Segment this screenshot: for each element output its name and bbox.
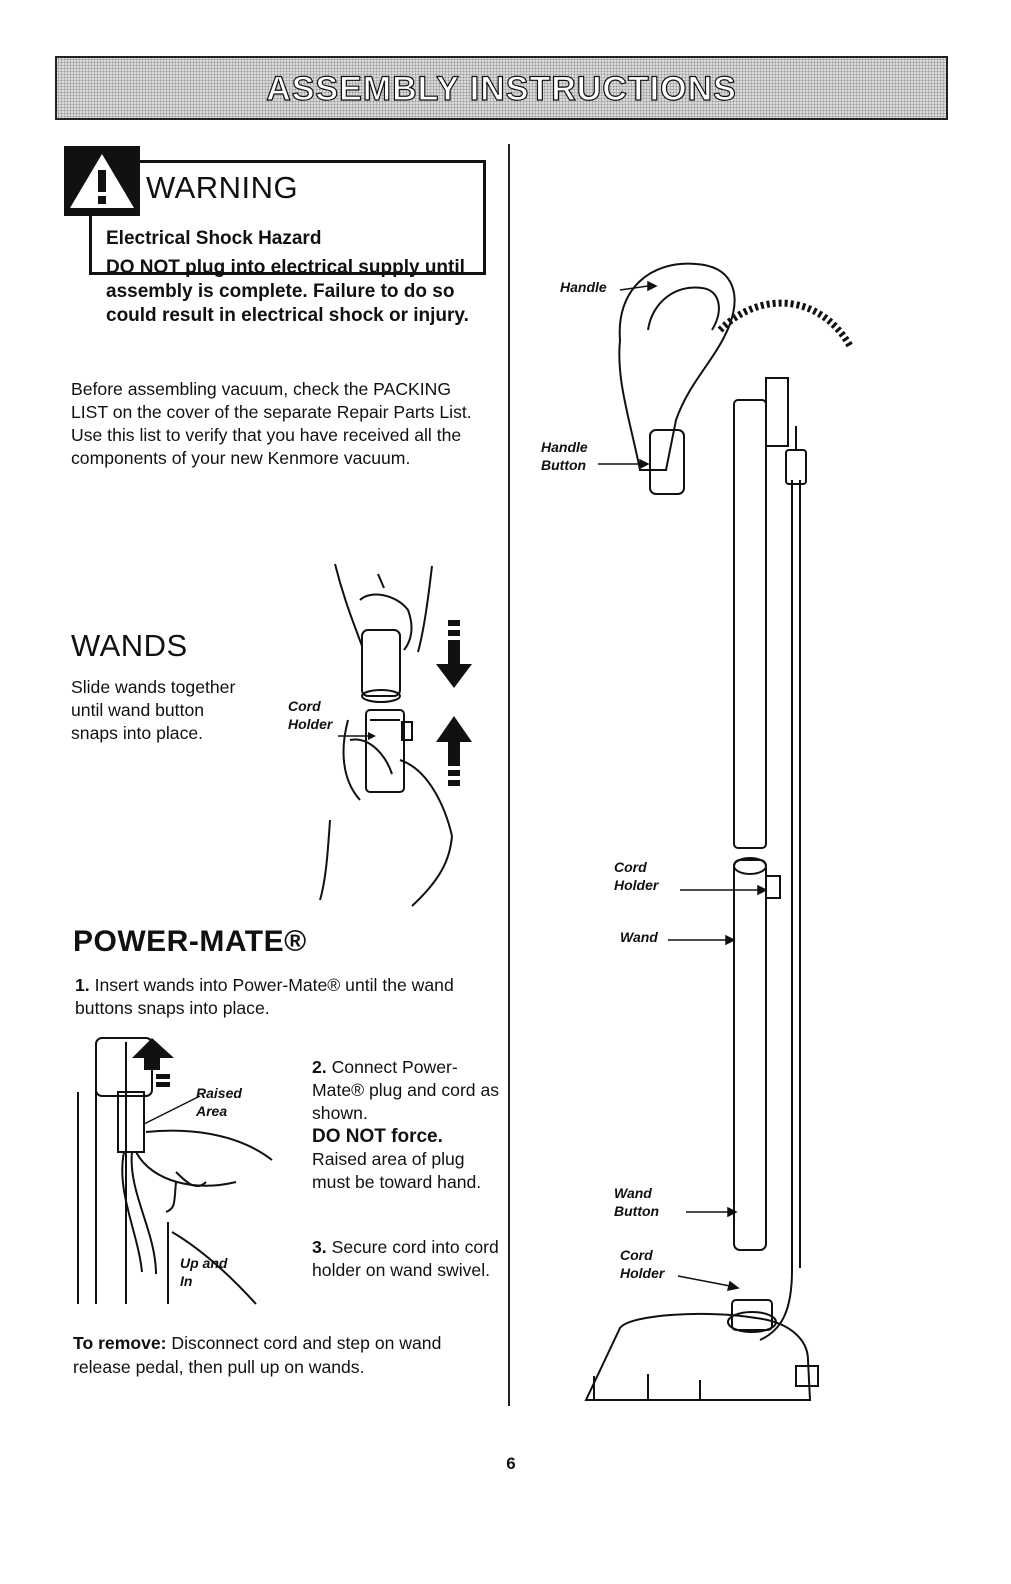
powermate-step-2: 2. Connect Power-Mate® plug and cord as … xyxy=(312,1056,502,1194)
step-2-text: Connect Power-Mate® plug and cord as sho… xyxy=(312,1057,500,1123)
step-1-number: 1. xyxy=(75,975,90,995)
wand-button-label: Wand Button xyxy=(614,1185,660,1219)
warning-body: DO NOT plug into electrical supply until… xyxy=(106,257,469,326)
intro-paragraph: Before assembling vacuum, check the PACK… xyxy=(71,379,472,468)
warning-triangle-icon xyxy=(64,146,140,216)
raised-area-label: Raised Area xyxy=(196,1085,242,1119)
step-2-rest: Raised area of plug must be toward hand. xyxy=(312,1149,482,1192)
column-divider xyxy=(508,144,510,1406)
wands-illustration xyxy=(319,563,472,907)
warning-title: WARNING xyxy=(146,170,299,205)
powermate-plug-illustration xyxy=(77,1037,273,1305)
remove-instructions: To remove: Disconnect cord and step on w… xyxy=(73,1331,503,1379)
step-1-text: Insert wands into Power-Mate® until the … xyxy=(75,975,454,1018)
remove-label: To remove: xyxy=(73,1333,167,1353)
remove-text: Disconnect cord and step on wand release… xyxy=(73,1333,442,1377)
warning-box xyxy=(89,160,486,275)
cord-holder-top-label: Cord Holder xyxy=(614,859,659,893)
powermate-heading: POWER-MATE® xyxy=(73,925,307,958)
wands-cord-holder-label: Cord Holder xyxy=(288,698,333,732)
handle-label: Handle xyxy=(560,279,607,295)
cord-holder-bottom-label: Cord Holder xyxy=(620,1247,665,1281)
warning-subtitle: Electrical Shock Hazard xyxy=(106,228,322,249)
step-3-number: 3. xyxy=(312,1237,327,1257)
page-title: ASSEMBLY INSTRUCTIONS xyxy=(266,69,737,108)
header-band: ASSEMBLY INSTRUCTIONS xyxy=(55,56,948,120)
step-2-number: 2. xyxy=(312,1057,327,1077)
handle-button-label: Handle Button xyxy=(541,439,588,473)
page-number: 6 xyxy=(506,1454,516,1473)
wand-label: Wand xyxy=(620,929,658,945)
powermate-step-3: 3. Secure cord into cord holder on wand … xyxy=(312,1236,502,1282)
wands-heading: WANDS xyxy=(71,628,188,663)
step-3-text: Secure cord into cord holder on wand swi… xyxy=(312,1237,499,1280)
vacuum-diagram xyxy=(584,262,854,1401)
powermate-step-1: 1. Insert wands into Power-Mate® until t… xyxy=(75,974,495,1020)
step-2-bold: DO NOT force. xyxy=(312,1126,443,1147)
up-and-in-label: Up and In xyxy=(180,1255,228,1289)
wands-body: Slide wands together until wand button s… xyxy=(71,677,236,743)
